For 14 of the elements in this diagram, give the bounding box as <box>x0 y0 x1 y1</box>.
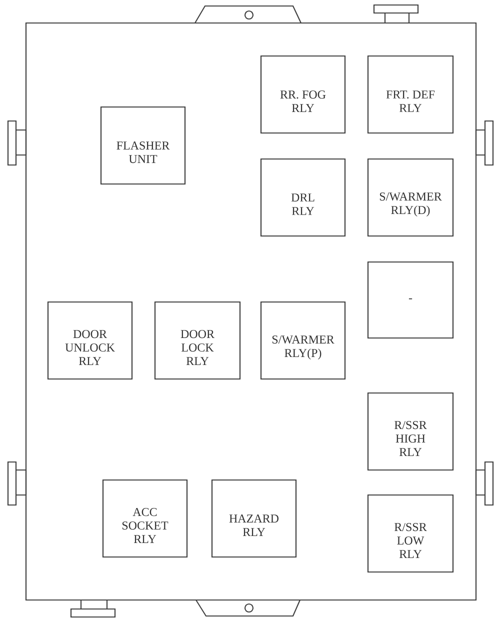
relay-box: ACC SOCKET RLY <box>102 479 188 558</box>
relay-box: FRT. DEF RLY <box>367 55 454 134</box>
relay-box: - <box>367 261 454 339</box>
relay-box: HAZARD RLY <box>211 479 297 558</box>
relay-box: FLASHER UNIT <box>100 106 186 185</box>
relay-box: DOOR UNLOCK RLY <box>47 301 133 380</box>
relay-box: DOOR LOCK RLY <box>154 301 241 380</box>
fuse-box-frame <box>25 22 477 601</box>
relay-box: S/WARMER RLY(P) <box>260 301 346 380</box>
relay-box: R/SSR LOW RLY <box>367 494 454 573</box>
relay-box: S/WARMER RLY(D) <box>367 158 454 237</box>
relay-box: RR. FOG RLY <box>260 55 346 134</box>
relay-box: DRL RLY <box>260 158 346 237</box>
relay-box: R/SSR HIGH RLY <box>367 392 454 471</box>
